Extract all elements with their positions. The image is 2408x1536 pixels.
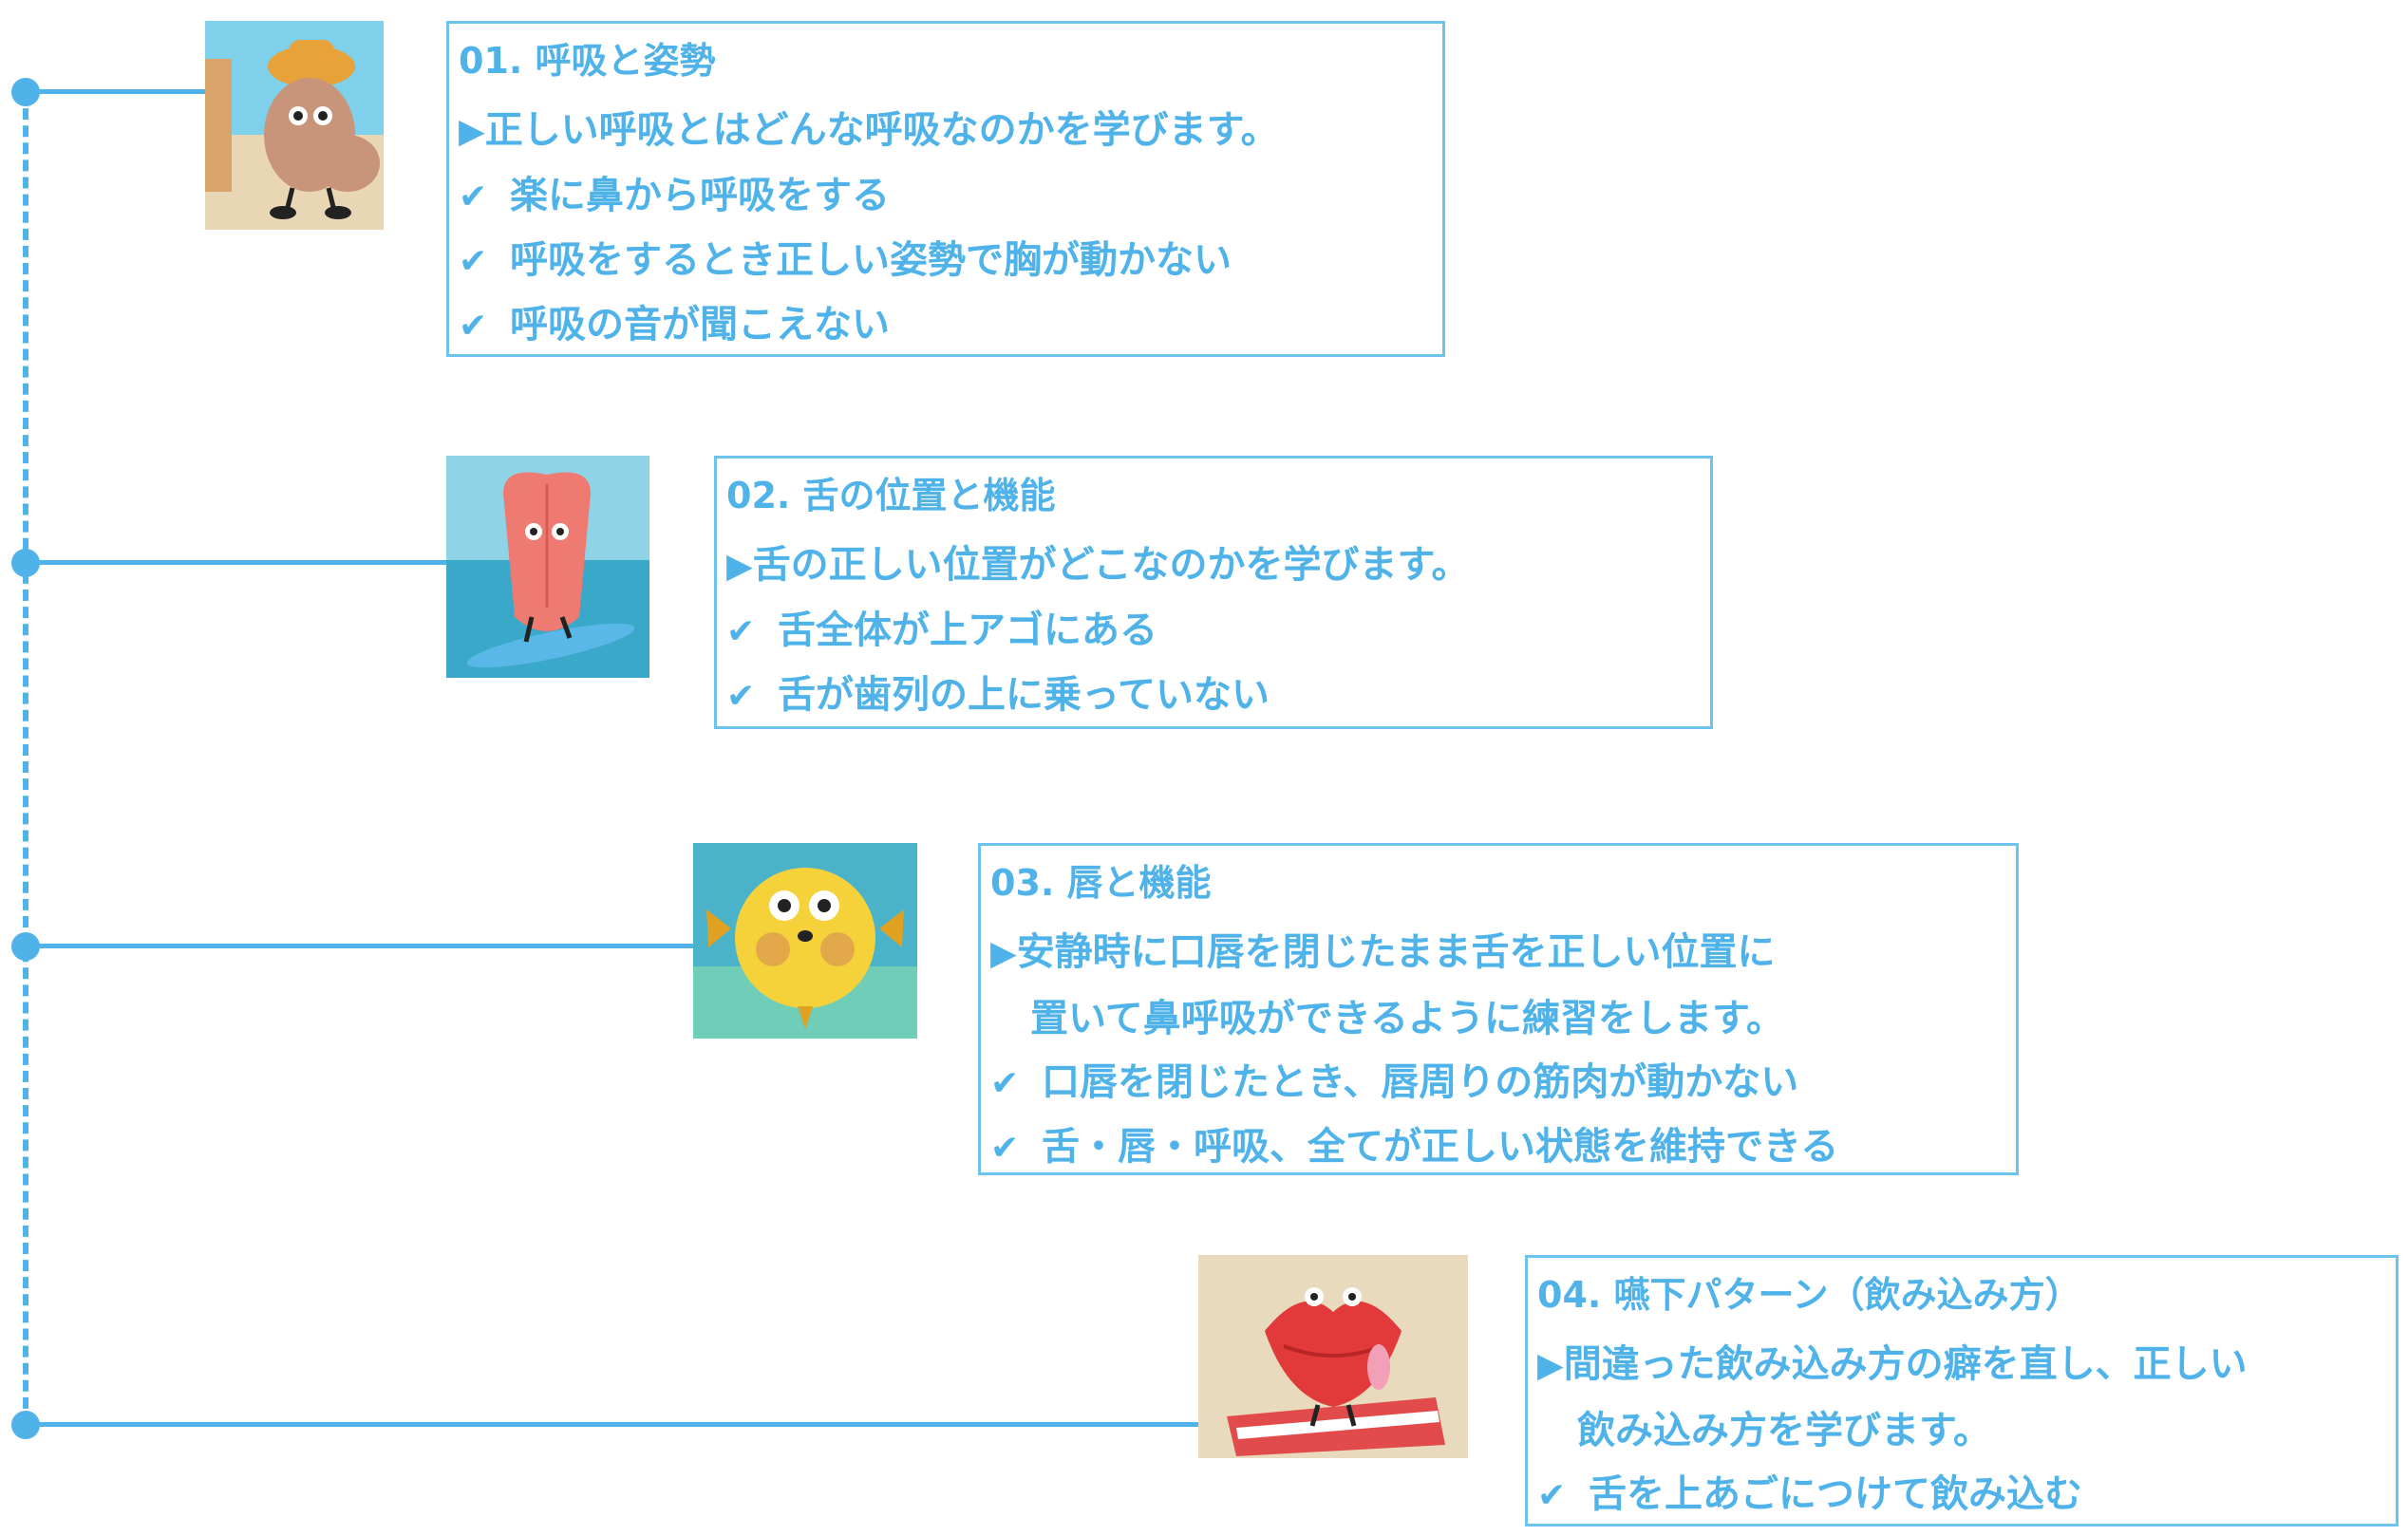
timeline-connector-2	[23, 560, 446, 565]
check-icon: ✔	[990, 1129, 1020, 1168]
step-lead: ▶安静時に口唇を閉じたまま舌を正しい位置に	[990, 920, 2016, 986]
check-icon: ✔	[1537, 1476, 1567, 1515]
step-lead-text: 安静時に口唇を閉じたまま舌を正しい位置に	[1016, 930, 1776, 974]
step-lead-continued: 置いて鼻呼吸ができるように練習をします。	[1030, 997, 1784, 1040]
check-text: 楽に鼻から呼吸をする	[510, 174, 890, 217]
step-lead-text: 正しい呼吸とはどんな呼吸なのかを学びます。	[484, 108, 1279, 152]
nose-character-icon	[205, 21, 384, 230]
check-icon: ✔	[459, 242, 488, 281]
step-lead-text: 舌の正しい位置がどこなのかを学びます。	[752, 543, 1470, 587]
tongue-surfer-icon	[446, 456, 649, 678]
timeline-connector-4	[23, 1422, 1204, 1427]
check-text: 舌・唇・呼吸、全てが正しい状態を維持できる	[1042, 1125, 1839, 1169]
step-lead: ▶舌の正しい位置がどこなのかを学びます。	[726, 533, 1710, 599]
check-item: ✔ 舌を上あごにつけて飲み込む	[1537, 1463, 2396, 1527]
step-card-2: 02. 舌の位置と機能 ▶舌の正しい位置がどこなのかを学びます。 ✔ 舌全体が上ア…	[714, 456, 1713, 729]
step-lead: ▶正しい呼吸とはどんな呼吸なのかを学びます。	[459, 98, 1442, 164]
pufferfish-icon	[693, 843, 917, 1039]
timeline-dashed-line	[23, 91, 28, 1426]
check-icon: ✔	[459, 307, 488, 346]
check-text: 呼吸をするとき正しい姿勢で胸が動かない	[510, 238, 1232, 282]
check-item: ✔ 呼吸をするとき正しい姿勢で胸が動かない	[459, 229, 1442, 293]
check-icon: ✔	[459, 178, 488, 216]
play-triangle-icon: ▶	[1537, 1346, 1564, 1385]
play-triangle-icon: ▶	[726, 547, 753, 586]
check-text: 舌を上あごにつけて飲み込む	[1589, 1472, 2082, 1516]
check-item: ✔ 舌全体が上アゴにある	[726, 599, 1710, 664]
step-lead: ▶間違った飲み込み方の癖を直し、正しい	[1537, 1332, 2396, 1398]
check-text: 舌が歯列の上に乗っていない	[778, 673, 1270, 717]
play-triangle-icon: ▶	[990, 934, 1017, 973]
step-lead-text: 間違った飲み込み方の癖を直し、正しい	[1563, 1342, 2248, 1386]
step-title: 01. 呼吸と姿勢	[459, 40, 716, 82]
check-item: ✔ 舌・唇・呼吸、全てが正しい状態を維持できる	[990, 1115, 2016, 1180]
step-card-3: 03. 唇と機能 ▶安静時に口唇を閉じたまま舌を正しい位置に 置いて鼻呼吸ができ…	[978, 843, 2019, 1175]
check-item: ✔ 口唇を閉じたとき、唇周りの筋肉が動かない	[990, 1051, 2016, 1115]
check-item: ✔ 舌が歯列の上に乗っていない	[726, 664, 1710, 728]
step-title: 04. 嚥下パターン（飲み込み方）	[1537, 1274, 2081, 1316]
check-item: ✔ 楽に鼻から呼吸をする	[459, 164, 1442, 229]
step-lead-continued: 飲み込み方を学びます。	[1577, 1409, 1991, 1452]
step-card-1: 01. 呼吸と姿勢 ▶正しい呼吸とはどんな呼吸なのかを学びます。 ✔ 楽に鼻から呼…	[446, 21, 1445, 357]
lips-character-icon	[1198, 1255, 1468, 1458]
check-text: 呼吸の音が聞こえない	[510, 303, 890, 347]
timeline-connector-3	[23, 944, 695, 948]
check-text: 舌全体が上アゴにある	[778, 609, 1157, 652]
step-title: 03. 唇と機能	[990, 862, 1212, 904]
check-icon: ✔	[990, 1064, 1020, 1103]
check-icon: ✔	[726, 612, 756, 651]
play-triangle-icon: ▶	[459, 112, 485, 151]
check-item: ✔ 呼吸の音が聞こえない	[459, 293, 1442, 358]
step-title: 02. 舌の位置と機能	[726, 475, 1056, 516]
check-icon: ✔	[726, 677, 756, 716]
timeline-connector-1	[23, 89, 209, 94]
step-card-4: 04. 嚥下パターン（飲み込み方） ▶間違った飲み込み方の癖を直し、正しい 飲み…	[1525, 1255, 2399, 1527]
check-text: 口唇を閉じたとき、唇周りの筋肉が動かない	[1042, 1060, 1799, 1104]
